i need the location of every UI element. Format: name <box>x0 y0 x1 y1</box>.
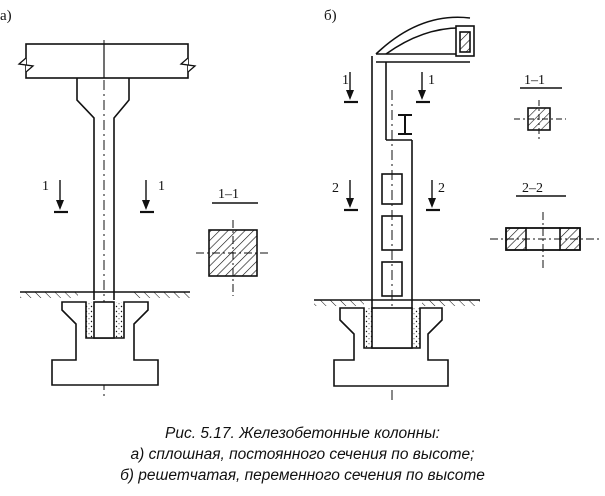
b-section2-mark-right: 2 <box>438 181 445 196</box>
caption-line-1: Рис. 5.17. Железобетонные колонны: <box>165 425 440 442</box>
b-section1-mark-right: 1 <box>428 73 435 88</box>
panel-a-drawing <box>17 40 270 400</box>
b-section1-mark-left: 1 <box>342 73 349 88</box>
b-section2-mark-left: 2 <box>332 181 339 196</box>
panel-a-label: а) <box>0 8 12 24</box>
panel-b-label: б) <box>324 8 337 24</box>
panel-b-drawing <box>314 16 600 400</box>
a-section-mark-right: 1 <box>158 179 165 194</box>
caption-line-2: а) сплошная, постоянного сечения по высо… <box>130 446 475 463</box>
column-drawings: а) 1 1 1–1 б) <box>0 8 600 400</box>
b-section2-title: 2–2 <box>522 181 543 196</box>
caption-line-3: б) решетчатая, переменного сечения по вы… <box>120 467 485 484</box>
b-section1-title: 1–1 <box>524 73 545 88</box>
a-section-title: 1–1 <box>218 187 239 202</box>
a-section-mark-left: 1 <box>42 179 49 194</box>
